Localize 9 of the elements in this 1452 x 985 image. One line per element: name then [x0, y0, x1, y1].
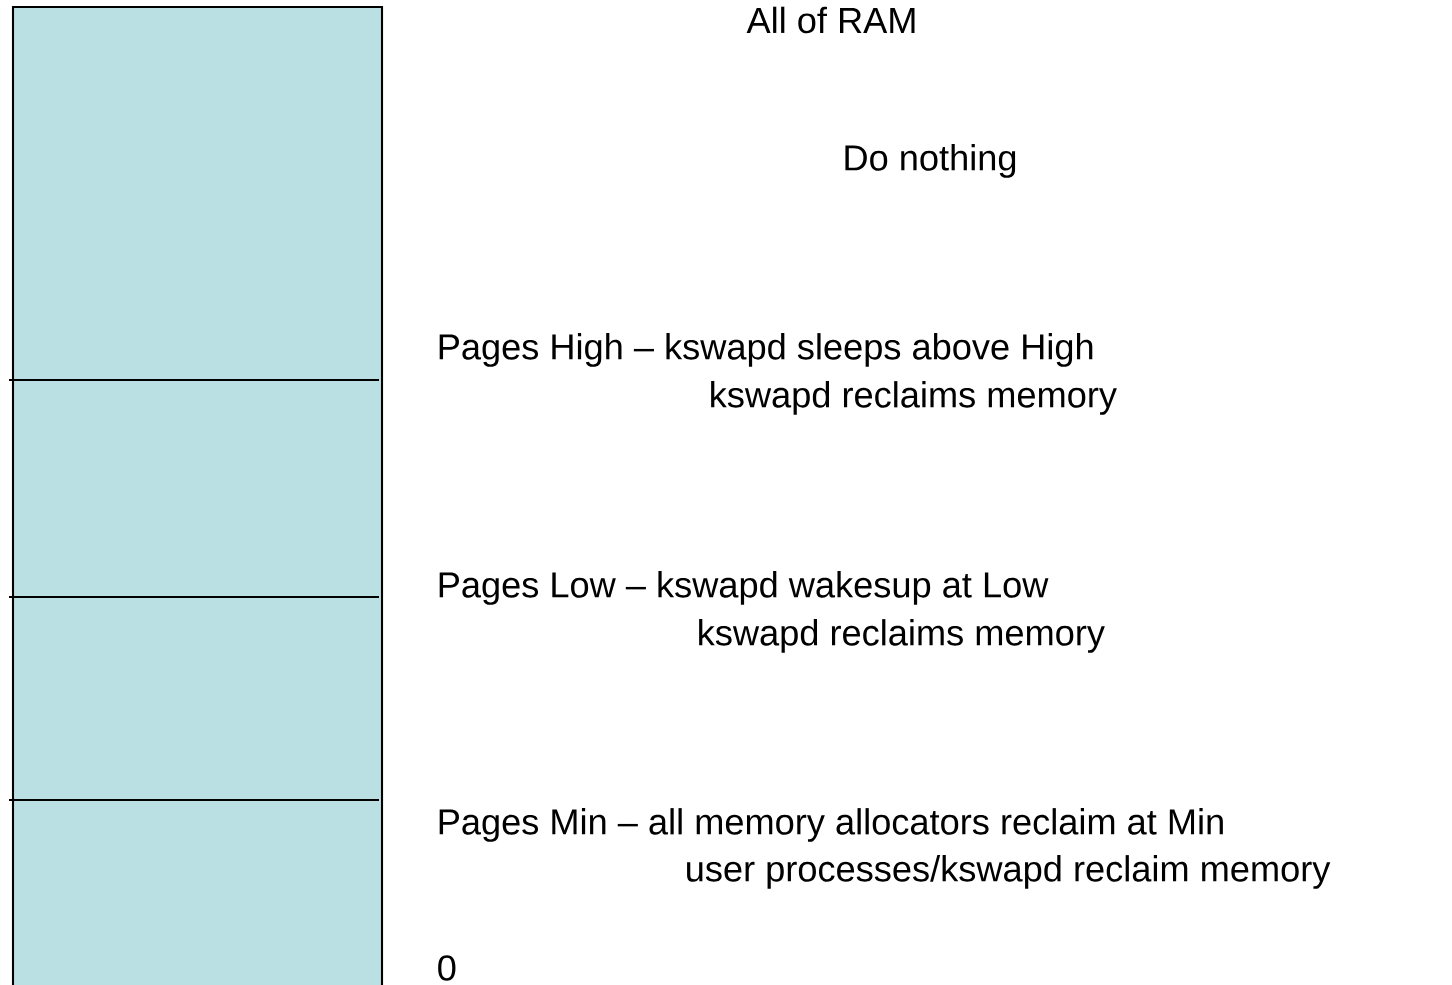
label-text: Pages Min – all memory allocators reclaim at Min [439, 808, 1223, 842]
label-text: Do nothing [845, 144, 1016, 178]
label-text: All of RAM [746, 6, 915, 34]
label-text: 0 [438, 955, 456, 981]
label-text: user processes/kswapd reclaim memory [687, 855, 1331, 889]
label-text: kswapd reclaims memory [711, 381, 1117, 415]
label-text: kswapd reclaims memory [699, 619, 1105, 653]
label-text: Pages Low – kswapd wakesup at Low [439, 571, 1049, 605]
label-text: Pages High – kswapd sleeps above High [439, 333, 1093, 367]
